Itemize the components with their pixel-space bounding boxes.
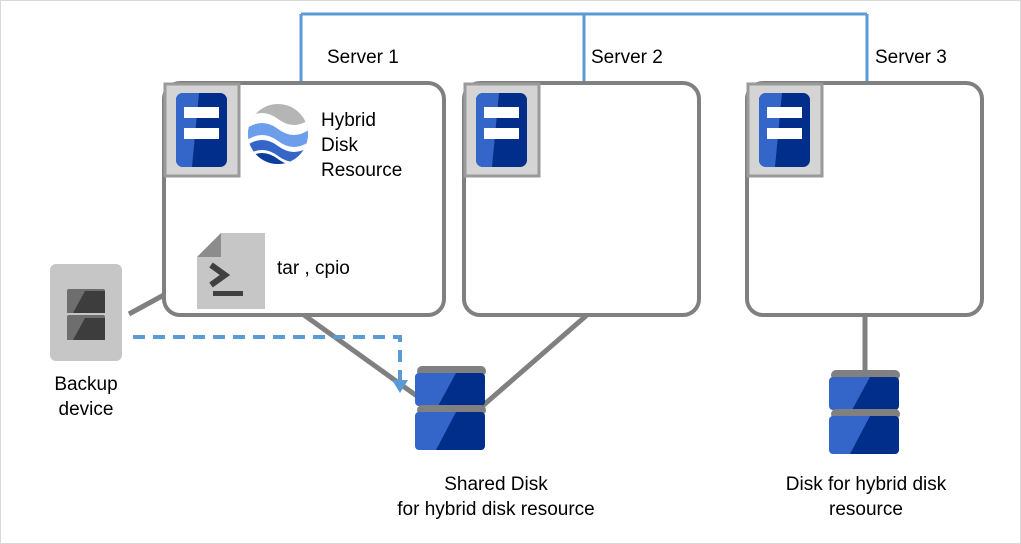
backup-device-label: Backup device [54, 374, 118, 420]
shared-disk-label: Shared Disk for hybrid disk resource [397, 474, 595, 520]
server-2-label: Server 2 [591, 47, 663, 68]
backup-device-icon [50, 264, 122, 361]
server1-shared-disk-link [302, 312, 437, 412]
server-1-icon [163, 82, 241, 178]
shared-disk-icon [415, 366, 486, 450]
hybrid-disk-resource-label: Hybrid Disk Resource [321, 110, 403, 181]
backup-data-flow-arrow [133, 335, 408, 393]
script-terminal-icon [197, 233, 265, 309]
network-bus-line [299, 12, 869, 83]
server-1-label: Server 1 [327, 47, 399, 68]
server2-shared-disk-link [477, 313, 589, 411]
server-3-icon [746, 82, 824, 178]
tar-cpio-label: tar , cpio [277, 258, 350, 279]
server-3-label: Server 3 [875, 47, 947, 68]
server3-disk-icon [829, 370, 900, 454]
server3-disk-label: Disk for hybrid disk resource [785, 474, 947, 520]
server-2-icon [463, 82, 541, 178]
